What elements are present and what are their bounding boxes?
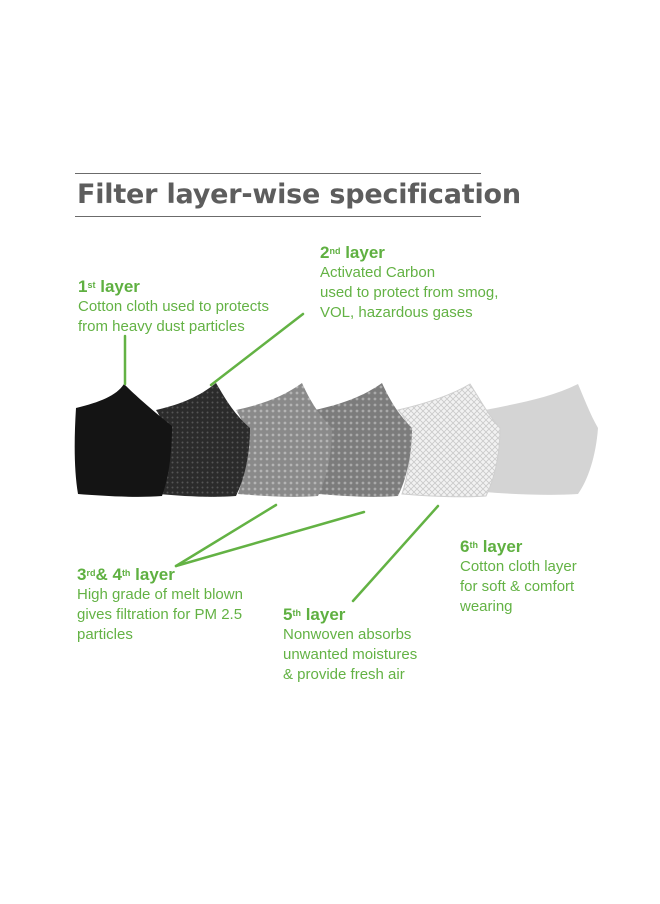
layer-3-4-heading: 3rd& 4th layer — [77, 564, 243, 585]
layer-2-ordinal: nd — [329, 246, 341, 256]
layer-5-desc-line: Nonwoven absorbs — [283, 626, 412, 643]
layer-2-mask — [156, 383, 250, 497]
layer-3-4-desc-line: particles — [77, 626, 133, 643]
layer-1-number: 1 — [78, 277, 88, 296]
layer-2-label: 2nd layer Activated Carbon used to prote… — [320, 242, 498, 323]
layer-6-number: 6 — [460, 537, 470, 556]
leader-line-2 — [209, 312, 305, 387]
layer-4-number: & 4 — [95, 565, 122, 584]
layer-2-desc-line: VOL, hazardous gases — [320, 304, 473, 321]
layer-1-word: layer — [100, 277, 140, 296]
layer-2-desc-line: Activated Carbon — [320, 264, 436, 281]
title-top-rule — [75, 173, 481, 174]
layer-6-label: 6th layer Cotton cloth layer for soft & … — [460, 536, 577, 617]
layer-2-heading: 2nd layer — [320, 242, 498, 263]
layer-4-mask — [315, 383, 412, 497]
layer-1-mask — [74, 384, 172, 497]
page-title: Filter layer-wise specification — [77, 179, 521, 210]
title-block: Filter layer-wise specification — [75, 173, 521, 217]
layer-1-heading: 1st layer — [78, 276, 269, 297]
layer-6-ordinal: th — [469, 540, 478, 550]
layer-6-mask — [484, 384, 598, 495]
layer-6-desc-line: wearing — [460, 598, 513, 615]
layer-6-word: layer — [482, 537, 523, 556]
layer-1-label: 1st layer Cotton cloth used to protects … — [78, 276, 269, 337]
layer-6-desc-line: Cotton cloth layer — [460, 558, 577, 575]
layer-3-4-desc-line: gives filtration for PM 2.5 — [77, 606, 243, 623]
layer-3-4-label: 3rd& 4th layer High grade of melt blown … — [77, 564, 243, 645]
leader-line-4 — [174, 510, 366, 568]
layer-2-desc-line: used to protect from smog, — [320, 284, 499, 301]
layer-5-label: 5th layer Nonwoven absorbs unwanted mois… — [283, 604, 417, 685]
layer-5-heading: 5th layer — [283, 604, 417, 625]
layer-5-desc-line: & provide fresh air — [283, 666, 405, 683]
layer-3-4-word: layer — [135, 565, 175, 584]
layer-3-ordinal: rd — [86, 568, 96, 578]
layer-5-desc-line: unwanted moistures — [283, 646, 418, 663]
layer-3-4-desc-line: High grade of melt blown — [77, 586, 243, 603]
layer-6-desc-line: for soft & comfort — [460, 578, 575, 595]
layer-5-mask — [397, 383, 501, 498]
layer-6-heading: 6th layer — [460, 536, 577, 557]
layer-3-number: 3 — [77, 565, 87, 584]
layer-4-ordinal: th — [121, 568, 131, 578]
layer-5-ordinal: th — [292, 608, 301, 618]
leader-line-3 — [174, 503, 278, 568]
layer-5-number: 5 — [283, 605, 293, 624]
layer-1-desc-line: from heavy dust particles — [78, 318, 245, 335]
layer-1-desc-line: Cotton cloth used to protects — [78, 298, 269, 315]
layer-1-ordinal: st — [87, 280, 96, 290]
layer-2-word: layer — [345, 243, 385, 262]
layer-5-word: layer — [305, 605, 346, 624]
layer-2-number: 2 — [320, 243, 330, 262]
title-bottom-rule — [75, 216, 481, 217]
leader-line-5 — [351, 504, 440, 603]
layer-3-mask — [236, 383, 332, 497]
